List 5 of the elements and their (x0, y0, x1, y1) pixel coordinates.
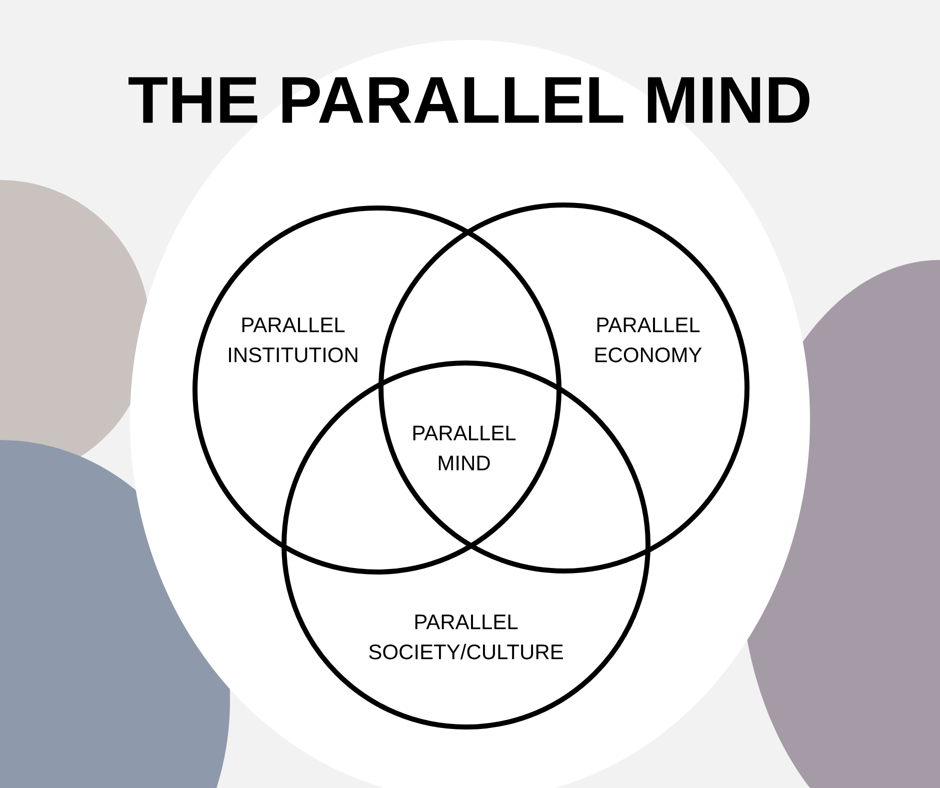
circle-label: PARALLEL SOCIETY/CULTURE (369, 614, 563, 660)
title: THE PARALLEL MIND (128, 77, 810, 123)
circle-label: PARALLEL ECONOMY (595, 318, 702, 362)
circle-label: PARALLEL INSTITUTION (229, 318, 358, 362)
overlap-label: PARALLEL MIND (413, 426, 516, 470)
